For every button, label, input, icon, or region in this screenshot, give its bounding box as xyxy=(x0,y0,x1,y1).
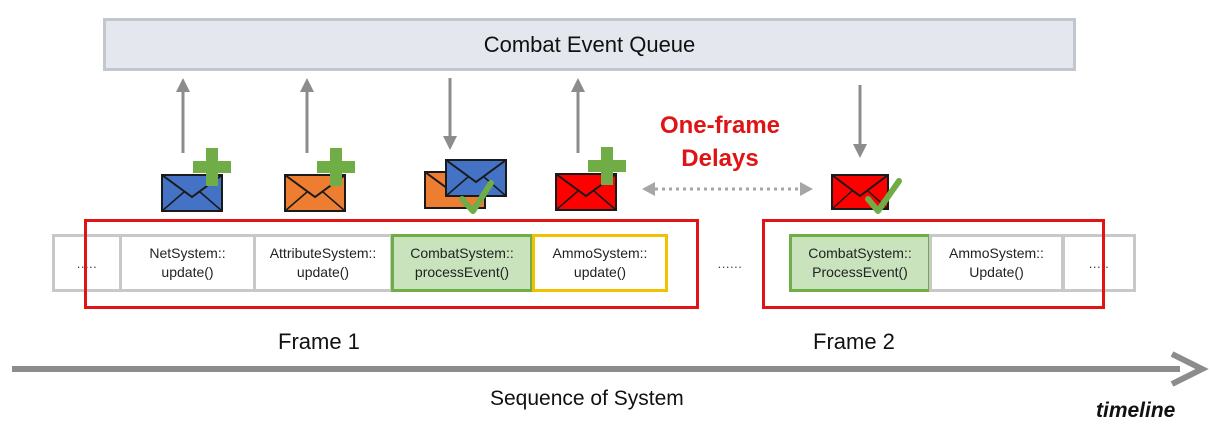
system-gap-ellipsis: ...... xyxy=(717,255,743,271)
delay-note-line1: One-frame xyxy=(659,112,781,139)
frame-2-box xyxy=(762,219,1105,309)
check-icon xyxy=(865,178,902,214)
plus-icon xyxy=(317,148,355,186)
combat-event-queue: Combat Event Queue xyxy=(103,18,1076,71)
frame-1-label: Frame 1 xyxy=(278,329,360,354)
double-arrow-icon xyxy=(642,182,813,196)
delay-note-line2: Delays xyxy=(681,145,759,172)
timeline-axis-arrow xyxy=(12,351,1209,387)
envelope-icon xyxy=(831,174,889,210)
system-cell-ellipsis-end: ..... xyxy=(1062,234,1136,292)
arrow-up-icon xyxy=(176,78,190,153)
axis-label: Sequence of System xyxy=(490,387,684,410)
system-cell-combatsystem-processevent-frame2: CombatSystem:: ProcessEvent() xyxy=(789,234,931,292)
system-cell-ammosystem-update-frame2: AmmoSystem:: Update() xyxy=(929,234,1064,292)
plus-icon xyxy=(193,148,231,186)
arrow-up-icon xyxy=(300,78,314,153)
arrow-down-icon xyxy=(853,85,867,158)
system-cell-ammosystem-update: AmmoSystem:: update() xyxy=(532,234,668,292)
system-cell-combatsystem-processevent: CombatSystem:: processEvent() xyxy=(391,234,533,292)
timeline-label: timeline xyxy=(1096,399,1176,422)
frame-2-label: Frame 2 xyxy=(813,329,895,354)
frame-1-box xyxy=(84,219,699,309)
plus-icon xyxy=(588,147,626,185)
arrow-down-icon xyxy=(443,78,457,150)
envelope-icon xyxy=(445,159,507,197)
arrow-up-icon xyxy=(571,78,585,153)
check-icon xyxy=(459,180,494,214)
delay-note: One-frame Delays xyxy=(640,109,800,175)
system-cell-ellipsis-start: ..... xyxy=(52,234,122,292)
